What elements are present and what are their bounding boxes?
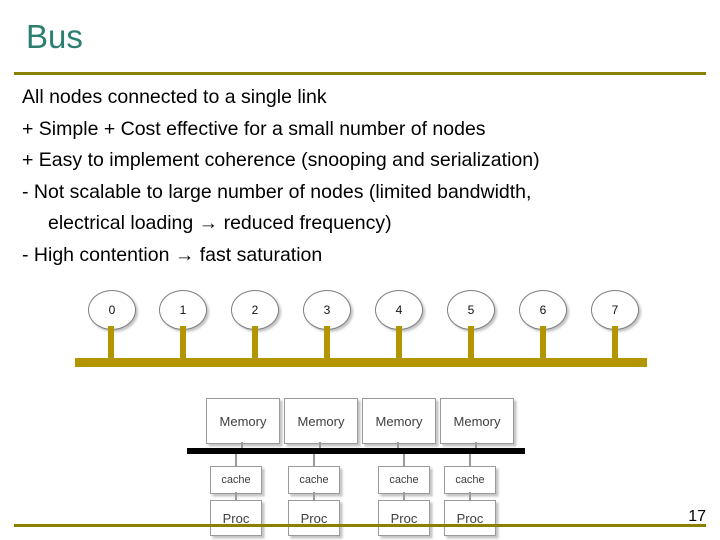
cache-link-1 [313, 454, 315, 466]
footer-divider [14, 524, 706, 527]
proc-box-2: Proc [378, 500, 430, 536]
memory-box-1: Memory [284, 398, 358, 444]
bus-node-3-label: 3 [323, 303, 331, 317]
bullet-line-6: - High contention → fast saturation [22, 243, 323, 266]
cache-box-2-label: cache [389, 474, 419, 486]
bus-node-3: 3 [303, 290, 351, 330]
proc-box-3: Proc [444, 500, 496, 536]
memory-box-2: Memory [362, 398, 436, 444]
cache-link-2 [403, 454, 405, 466]
bus-node-5-label: 5 [467, 303, 475, 317]
memory-box-0-label: Memory [219, 413, 267, 429]
memory-link-3 [475, 442, 477, 450]
bullet-line-1: All nodes connected to a single link [22, 86, 327, 108]
bus-stem-0 [108, 326, 114, 360]
bus-stem-7 [612, 326, 618, 360]
bullet-line-4: - Not scalable to large number of nodes … [22, 180, 532, 203]
bus-node-5: 5 [447, 290, 495, 330]
bullet-line-2: + Simple + Cost effective for a small nu… [22, 117, 486, 140]
title-divider [14, 72, 706, 75]
bus-stem-6 [540, 326, 546, 360]
memory-box-0: Memory [206, 398, 280, 444]
bus-stem-1 [180, 326, 186, 360]
proc-box-1-label: Proc [300, 510, 328, 526]
proc-box-1: Proc [288, 500, 340, 536]
bus-stem-4 [396, 326, 402, 360]
memory-link-0 [241, 442, 243, 450]
bullet-line-3: + Easy to implement coherence (snooping … [22, 149, 540, 172]
bus-bar [75, 358, 647, 367]
proc-box-0-label: Proc [222, 510, 250, 526]
proc-link-2 [403, 492, 405, 500]
cache-link-3 [469, 454, 471, 466]
bus-node-6: 6 [519, 290, 567, 330]
bus-node-2-label: 2 [251, 303, 259, 317]
bus-stem-3 [324, 326, 330, 360]
cache-box-1: cache [288, 466, 340, 494]
cache-box-0-label: cache [221, 474, 251, 486]
cache-link-0 [235, 454, 237, 466]
page-title: Bus [26, 18, 83, 55]
bullet-list: All nodes connected to a single link + S… [22, 82, 706, 271]
cache-box-1-label: cache [299, 474, 329, 486]
bus-node-0-label: 0 [108, 303, 116, 317]
memory-link-2 [397, 442, 399, 450]
memory-link-1 [319, 442, 321, 450]
memory-hierarchy-diagram: Memory Memory Memory Memory cache cache … [0, 392, 720, 540]
cache-box-2: cache [378, 466, 430, 494]
proc-link-1 [313, 492, 315, 500]
proc-link-3 [469, 492, 471, 500]
memory-box-2-label: Memory [375, 413, 423, 429]
bus-node-4: 4 [375, 290, 423, 330]
proc-box-3-label: Proc [456, 510, 484, 526]
bus-node-2: 2 [231, 290, 279, 330]
proc-box-2-label: Proc [390, 510, 418, 526]
bus-diagram: 0 1 2 3 4 5 6 7 [0, 282, 720, 392]
interconnect-bar [187, 448, 525, 454]
page-number: 17 [688, 508, 706, 525]
proc-box-0: Proc [210, 500, 262, 536]
proc-link-0 [235, 492, 237, 500]
bus-stem-2 [252, 326, 258, 360]
bus-node-0: 0 [88, 290, 136, 330]
cache-box-0: cache [210, 466, 262, 494]
cache-box-3-label: cache [455, 474, 485, 486]
bus-node-4-label: 4 [395, 303, 403, 317]
bullet-line-5: electrical loading → reduced frequency) [48, 212, 392, 235]
memory-box-3: Memory [440, 398, 514, 444]
memory-box-3-label: Memory [453, 413, 501, 429]
bus-node-7-label: 7 [611, 303, 619, 317]
bus-stem-5 [468, 326, 474, 360]
bus-node-1-label: 1 [179, 303, 187, 317]
cache-box-3: cache [444, 466, 496, 494]
memory-box-1-label: Memory [297, 413, 345, 429]
bus-node-1: 1 [159, 290, 207, 330]
bus-node-7: 7 [591, 290, 639, 330]
bus-node-6-label: 6 [539, 303, 547, 317]
